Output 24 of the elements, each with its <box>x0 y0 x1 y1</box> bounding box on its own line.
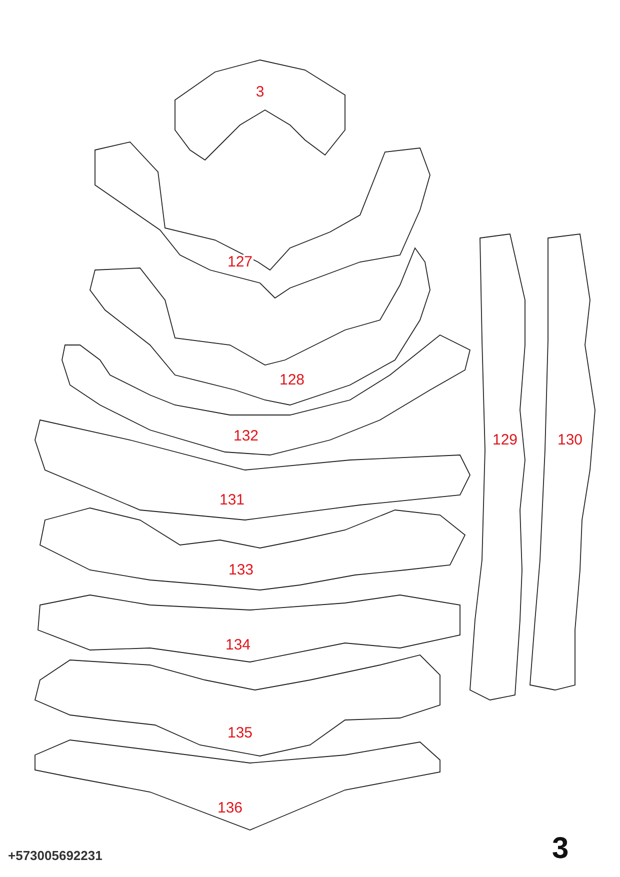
paper-template-piece <box>38 595 460 662</box>
paper-template-piece <box>40 508 465 590</box>
piece-number: 129 <box>491 432 519 448</box>
piece-number: 127 <box>226 254 254 270</box>
paper-template-piece <box>470 234 525 700</box>
piece-number: 134 <box>224 638 252 652</box>
paper-template-piece <box>35 740 440 830</box>
paper-template-piece <box>95 142 430 298</box>
piece-number: 130 <box>556 432 584 448</box>
paper-template-piece <box>90 248 430 405</box>
paper-template-piece <box>175 60 345 160</box>
page-number: 3 <box>552 832 569 866</box>
piece-number: 133 <box>227 562 255 578</box>
piece-number: 3 <box>254 84 266 100</box>
paper-template-piece <box>62 335 470 455</box>
paper-template-piece <box>530 234 595 690</box>
piece-number: 135 <box>226 726 254 740</box>
piece-number: 131 <box>218 492 246 508</box>
paper-template-piece <box>35 655 440 756</box>
piece-number: 136 <box>216 800 244 816</box>
piece-number: 132 <box>232 428 260 444</box>
paper-template-piece <box>35 420 470 520</box>
phone-number: +573005692231 <box>8 848 102 863</box>
piece-number: 128 <box>278 372 306 388</box>
